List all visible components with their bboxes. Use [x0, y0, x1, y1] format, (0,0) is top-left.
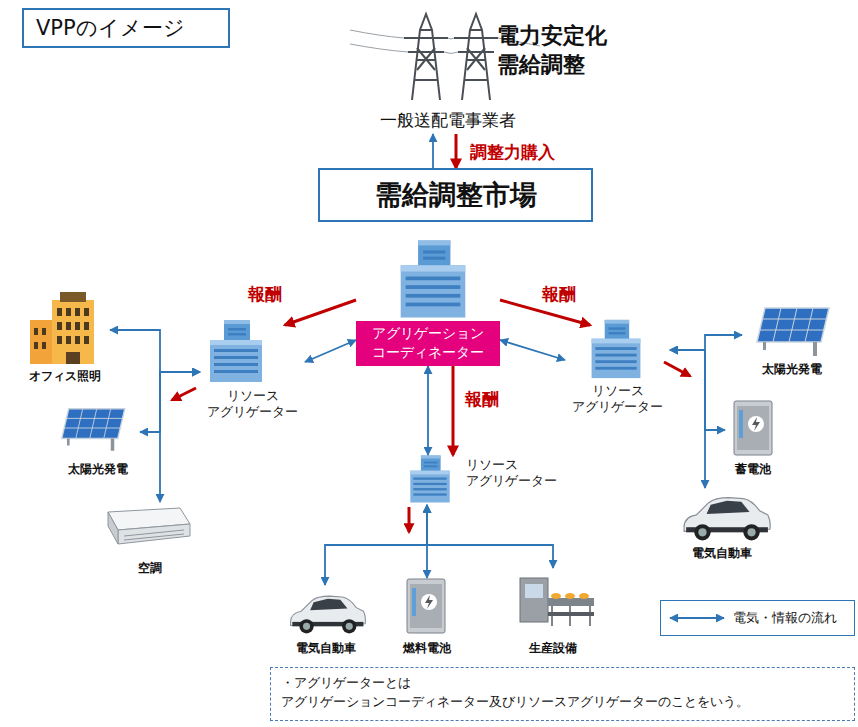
reward-arrow [285, 300, 356, 325]
edge-label: 報酬 [540, 283, 578, 306]
flow-connector [427, 366, 429, 455]
edge-label: 調整力購入 [468, 141, 557, 164]
flow-connector [110, 330, 200, 372]
flow-connector [670, 350, 705, 488]
resource-aggregator: リソース アグリゲーター [400, 455, 550, 505]
flow-connector [500, 340, 565, 360]
resource-aggregator: リソース アグリゲーター [565, 325, 670, 415]
node-text: リソース アグリゲーター [200, 388, 305, 421]
device-node: 電気自動車 [672, 488, 772, 562]
note-box: ・アグリゲーターとは アグリゲーションコーディネーター及びリソースアグリゲーター… [270, 667, 855, 721]
node-text: 燃料電池 [403, 641, 451, 657]
resource-aggregator: リソース アグリゲーター [200, 325, 305, 420]
device-node: 燃料電池 [398, 578, 456, 657]
device-node: オフィス照明 [20, 293, 110, 385]
flow-connector [140, 372, 200, 432]
device-node: 生産設備 [508, 568, 598, 657]
flow-connector [160, 372, 200, 502]
node-text: ・アグリゲーターとは アグリゲーションコーディネーター及びリソースアグリゲーター… [281, 674, 844, 712]
device-node: 太陽光発電 [742, 303, 842, 378]
legend-text: 電気・情報の流れ [733, 609, 837, 627]
edge-label: 報酬 [246, 283, 284, 306]
title-box: VPPのイメージ [22, 8, 230, 48]
device-node: 空調 [105, 502, 195, 577]
device-node: 電気自動車 [283, 585, 368, 657]
node-text: オフィス照明 [29, 369, 101, 385]
flow-connector [670, 335, 742, 350]
legend-sample [667, 611, 727, 625]
legend-row: 電気・情報の流れ [661, 601, 854, 634]
title-text: VPPのイメージ [36, 14, 185, 42]
heading-label: 電力安定化 需給調整 [497, 22, 637, 79]
flow-connector [427, 505, 553, 568]
market-box: 需給調整市場 [318, 168, 593, 222]
reward-arrow [452, 366, 455, 455]
operator-label: 一般送配電事業者 [350, 106, 545, 134]
node-text: 電気自動車 [296, 641, 356, 657]
node-text: 需給調整市場 [375, 177, 537, 213]
node-text: 一般送配電事業者 [380, 109, 516, 132]
flow-connector [305, 340, 356, 362]
node-text: リソース アグリゲーター [565, 383, 670, 416]
edge-label: 報酬 [463, 388, 501, 411]
flow-connector [432, 134, 434, 168]
flow-connector [325, 505, 427, 585]
node-text: 空調 [138, 561, 162, 577]
node-text: 太陽光発電 [762, 362, 822, 378]
reward-arrow [455, 134, 458, 168]
node-text: 蓄電池 [735, 462, 771, 478]
device-node: 蓄電池 [725, 398, 780, 478]
node-text: アグリゲーション コーディネーター [356, 321, 500, 366]
node-text: 電気自動車 [692, 546, 752, 562]
node-text: リソース アグリゲーター [466, 457, 557, 490]
coordinator-node: アグリゲーション コーディネーター [356, 240, 500, 366]
device-node: 太陽光発電 [55, 398, 140, 478]
legend-box: 電気・情報の流れ [660, 600, 855, 636]
flow-connector [670, 350, 725, 430]
node-text: 太陽光発電 [68, 462, 128, 478]
node-text: 生産設備 [529, 641, 577, 657]
